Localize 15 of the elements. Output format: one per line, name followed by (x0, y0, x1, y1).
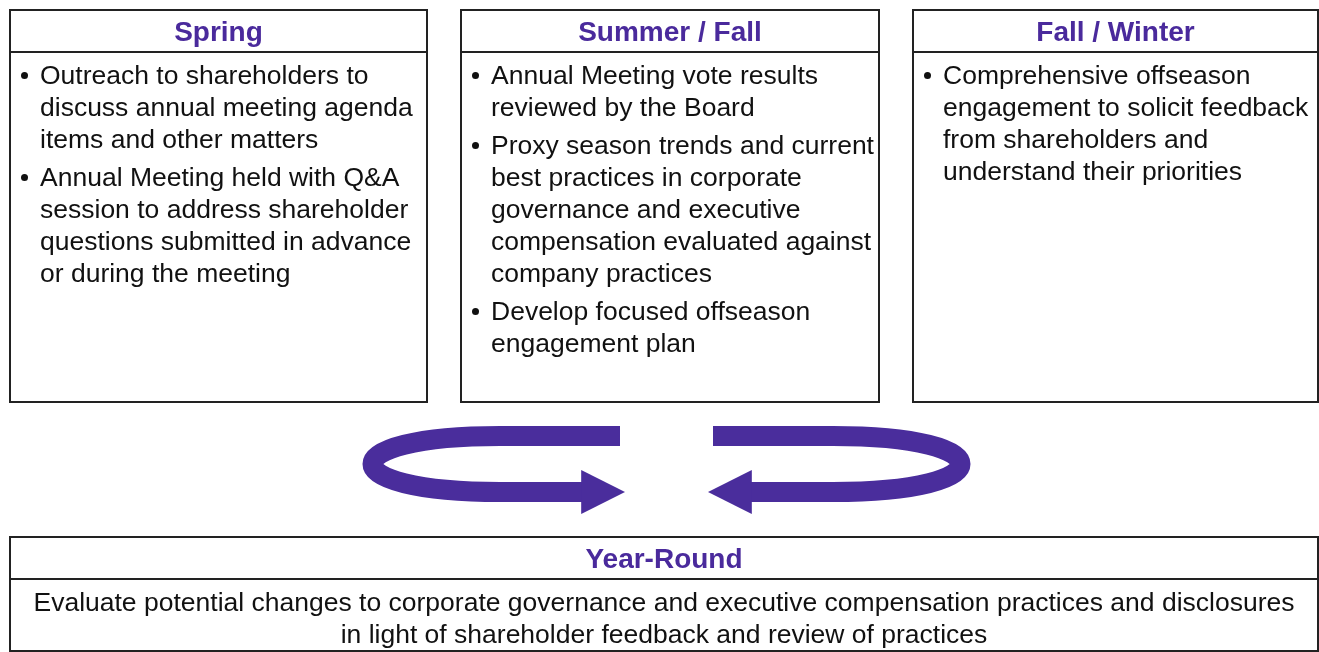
panel-heading: Year-Round (11, 538, 1317, 580)
bullet-text: Annual Meeting held with Q&A session to address shareholder questions submitted in advance or during the meeting (40, 161, 413, 289)
panel-heading: Fall / Winter (914, 11, 1317, 53)
bullet-text: Annual Meeting vote results reviewed by the Board (491, 59, 820, 123)
season-panel (9, 536, 1319, 652)
bullet-text: Proxy season trends and current best practices in corporate governance and executive compensation evaluated against company practices (491, 129, 875, 289)
bullet-text: Develop focused offseason engagement plan (491, 295, 812, 359)
season-panel (912, 9, 1319, 403)
panel-text: Evaluate potential changes to corporate governance and executive compensation practices and disclosures in light of shareholder feedback and review of practices (32, 586, 1296, 650)
season-panel (460, 9, 880, 403)
panel-heading: Spring (11, 11, 426, 53)
bullet-text: Comprehensive offseason engagement to solicit feedback from shareholders and understand their priorities (943, 59, 1310, 187)
panel-heading: Summer / Fall (462, 11, 878, 53)
bullet-text: Outreach to shareholders to discuss annual meeting agenda items and other matters (40, 59, 414, 155)
season-panel (9, 9, 428, 403)
